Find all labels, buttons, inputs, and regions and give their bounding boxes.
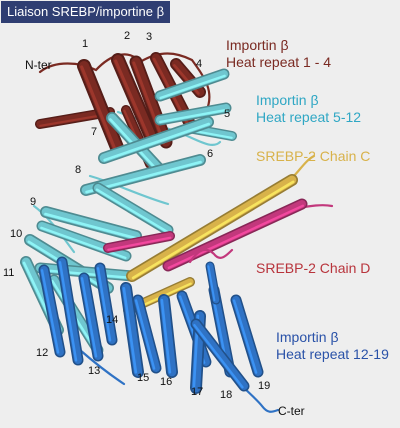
repeat-number-14: 14 [106, 314, 119, 326]
repeat-number-6: 6 [207, 148, 214, 160]
helix-repeat-12-a [38, 264, 66, 358]
label-importin-1-4: Importin β Heat repeat 1 - 4 [226, 37, 331, 71]
helix-repeat-18-b [190, 318, 250, 392]
helix-repeat-15-b [132, 294, 162, 374]
diagram-title: Liaison SREBP/importine β [1, 1, 171, 23]
helix-repeat-19-b [205, 261, 221, 305]
repeat-number-15: 15 [137, 372, 150, 384]
loop-mid [88, 174, 170, 206]
helix-repeat-15-a [120, 282, 144, 378]
label-importin-12-19-line1: Importin β [276, 329, 339, 345]
helix-repeat-2 [111, 53, 157, 141]
repeat-number-11: 11 [3, 267, 15, 279]
repeat-number-8: 8 [75, 164, 82, 176]
repeat-number-5: 5 [224, 108, 231, 120]
helix-srebp-d [162, 198, 308, 272]
label-n-ter: N-ter [25, 58, 52, 72]
loop-bottom-left [78, 348, 126, 386]
helix-repeat-13 [78, 272, 104, 362]
repeat-number-18: 18 [220, 389, 233, 401]
repeat-number-2: 2 [124, 30, 131, 42]
label-srebp-c-text: SREBP-2 Chain C [256, 148, 371, 164]
helix-repeat-12-b [56, 256, 84, 366]
label-importin-5-12-line2: Heat repeat 5-12 [256, 109, 362, 125]
label-importin-1-4-line1: Importin β [226, 37, 289, 53]
helix-repeat-5-b [154, 102, 232, 126]
helix-repeat-3-a [129, 55, 173, 149]
label-importin-12-19: Importin β Heat repeat 12-19 [276, 329, 389, 363]
helix-repeat-8-b [92, 182, 174, 236]
label-srebp-d: SREBP-2 Chain D [256, 260, 370, 277]
repeat-number-1: 1 [82, 38, 89, 50]
helix-srebp-c [126, 174, 298, 282]
helix-repeat-16-a [158, 294, 178, 378]
repeat-number-13: 13 [88, 365, 101, 377]
repeat-number-10: 10 [10, 228, 23, 240]
helix-repeat-14 [94, 262, 118, 346]
helix-repeat-7-b [98, 116, 214, 164]
label-importin-12-19-line2: Heat repeat 12-19 [276, 346, 389, 362]
label-srebp-d-text: SREBP-2 Chain D [256, 260, 371, 276]
helix-srebp-d-left [103, 231, 175, 253]
label-importin-5-12-line1: Importin β [256, 92, 319, 108]
repeat-number-16: 16 [160, 376, 173, 388]
helix-repeat-1-b [77, 59, 125, 157]
label-importin-5-12: Importin β Heat repeat 5-12 [256, 92, 361, 126]
srebp-d-side-chains [188, 248, 234, 264]
repeat-number-3: 3 [146, 31, 153, 43]
helix-repeat-19 [230, 294, 264, 378]
repeat-number-19: 19 [258, 380, 271, 392]
helix-repeat-9 [40, 206, 142, 242]
repeat-number-4: 4 [196, 58, 203, 70]
label-c-ter: C-ter [278, 404, 305, 418]
repeat-number-7: 7 [91, 126, 98, 138]
helix-repeat-5-a [154, 68, 230, 102]
repeat-number-12: 12 [36, 347, 49, 359]
repeat-number-9: 9 [30, 196, 37, 208]
label-importin-1-4-line2: Heat repeat 1 - 4 [226, 54, 332, 70]
label-srebp-c: SREBP-2 Chain C [256, 148, 370, 165]
repeat-number-17: 17 [191, 386, 204, 398]
